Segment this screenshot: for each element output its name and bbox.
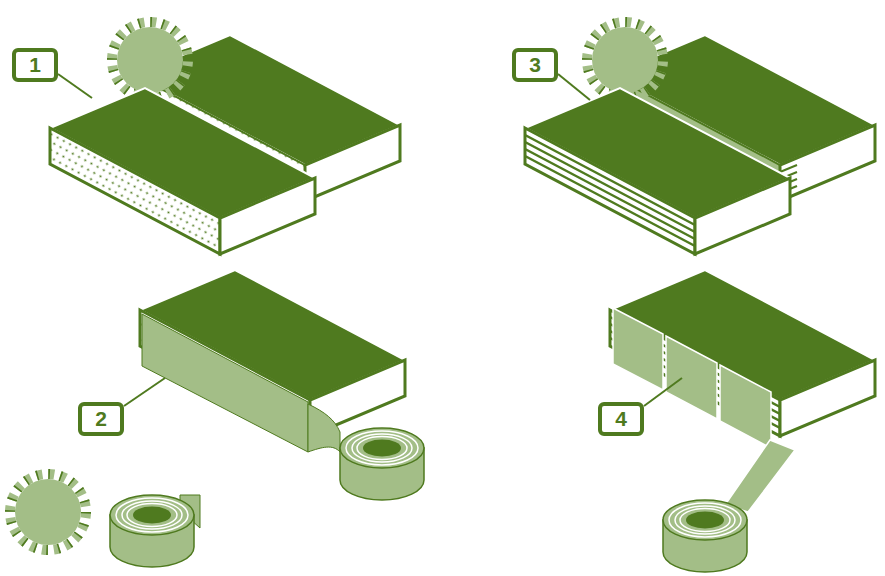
callout-number: 2 (95, 407, 107, 430)
loose-tools (10, 474, 200, 567)
callout-box: 4 (598, 402, 644, 436)
panel-3 (525, 22, 875, 254)
callout-box: 1 (12, 48, 58, 82)
callout-number: 1 (29, 53, 41, 76)
panel-1 (50, 22, 400, 254)
callout-number: 3 (529, 53, 541, 76)
callout-box: 2 (78, 402, 124, 436)
panel-2 (140, 270, 424, 500)
leader-lines (58, 74, 682, 406)
callout-number: 4 (615, 407, 627, 430)
callout-box: 3 (512, 48, 558, 82)
panel-4 (610, 270, 875, 572)
